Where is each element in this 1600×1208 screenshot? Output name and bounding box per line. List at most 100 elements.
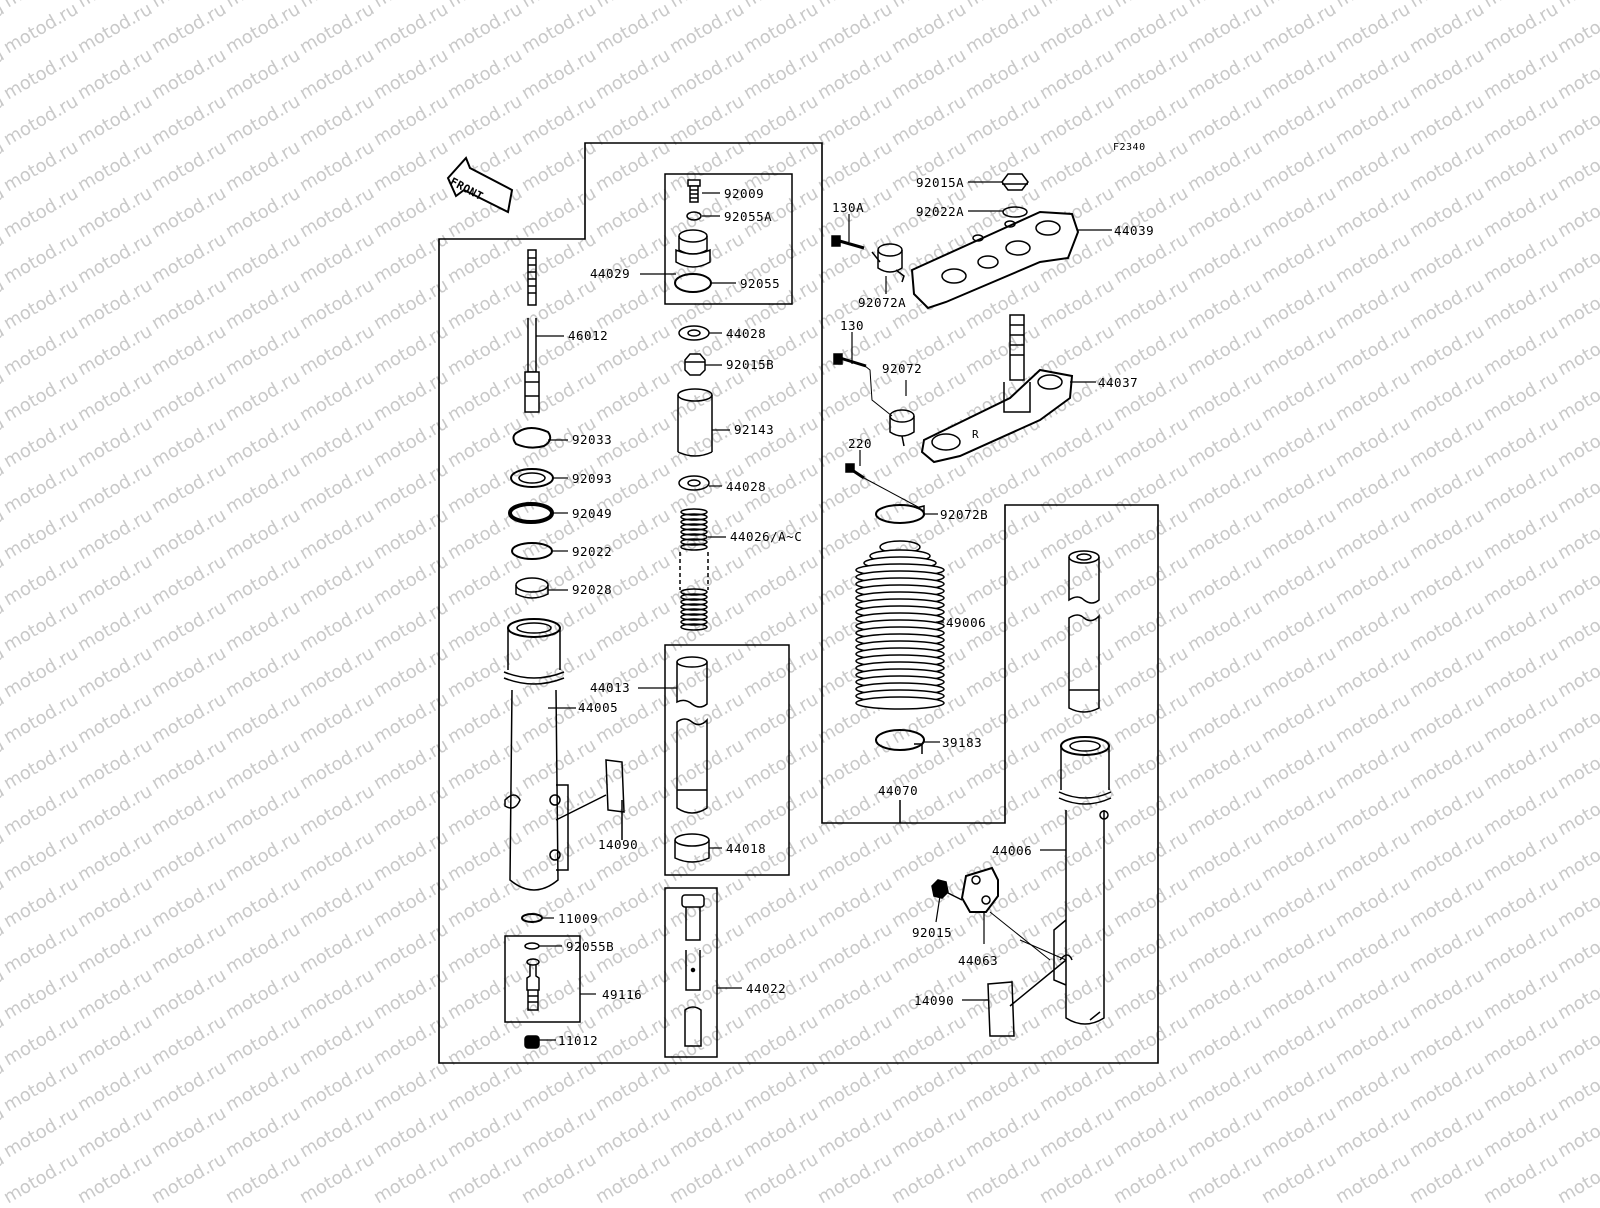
part-label: 44005 <box>578 700 619 715</box>
stem-bracket-44037: R <box>920 314 1074 464</box>
seal-92093 <box>510 468 554 488</box>
valve-49116 <box>526 958 540 1011</box>
part-label: 44028 <box>726 479 767 494</box>
spring-coil <box>680 603 708 611</box>
part-label: 92072 <box>882 361 923 376</box>
spring-coil <box>680 618 708 626</box>
nut-92015B <box>684 353 706 376</box>
oring-92055A <box>686 211 702 221</box>
washer-44028-top <box>678 325 710 341</box>
part-label: 92015 <box>912 925 953 940</box>
nut-92015A <box>1001 173 1029 191</box>
part-label: 44039 <box>1114 223 1155 238</box>
part-label: 49116 <box>602 987 643 1002</box>
screw-92009 <box>687 179 701 203</box>
spring-coil <box>680 538 708 546</box>
part-label: 44022 <box>746 981 787 996</box>
part-label: 49006 <box>946 615 987 630</box>
washer-44028-bottom <box>678 475 710 491</box>
spring-coil <box>680 608 708 616</box>
oring-92055B <box>524 942 540 950</box>
washer-11009 <box>521 913 543 923</box>
part-label: 130 <box>840 318 865 333</box>
washer-92022A <box>1002 206 1028 218</box>
part-label: 92049 <box>572 506 613 521</box>
band-39183 <box>875 729 925 754</box>
outer-tube-44006 <box>1053 736 1112 1025</box>
cap-bolt-44029 <box>675 229 711 268</box>
spring-44026 <box>680 508 708 631</box>
group-box-44029 <box>664 173 793 305</box>
spring-coil <box>680 623 708 631</box>
spring-coil <box>680 528 708 536</box>
label-sticker-14090-a <box>605 759 625 813</box>
boot-fold <box>855 696 945 710</box>
bushing-44018 <box>674 833 710 863</box>
spring-coil <box>680 598 708 606</box>
spring-coil <box>680 533 708 541</box>
part-label: 92143 <box>734 422 775 437</box>
part-label: 14090 <box>914 993 955 1008</box>
part-label: 92055B <box>566 939 615 954</box>
part-label: 44028 <box>726 326 767 341</box>
part-label: 92015B <box>726 357 775 372</box>
seal-92049 <box>508 502 554 524</box>
label-sticker-14090-b <box>987 981 1015 1037</box>
upper-bracket-44039 <box>910 210 1080 310</box>
washer-92022 <box>511 542 553 560</box>
frame-outline <box>438 142 1159 1064</box>
clip-92033 <box>512 427 552 449</box>
part-label: 92055 <box>740 276 781 291</box>
part-label: 220 <box>848 436 873 451</box>
part-label: 39183 <box>942 735 983 750</box>
part-label: 92072A <box>858 295 907 310</box>
part-label: 11012 <box>558 1033 599 1048</box>
part-label: 44018 <box>726 841 767 856</box>
spring-coil <box>680 513 708 521</box>
clamp-44063 <box>960 866 999 913</box>
bolt-220 <box>845 463 865 480</box>
part-label: 92093 <box>572 471 613 486</box>
group-box-44022 <box>664 887 718 1058</box>
bolt-130A <box>831 235 865 250</box>
part-label: 44013 <box>590 680 631 695</box>
rod-46012 <box>524 249 540 413</box>
part-label: 92033 <box>572 432 613 447</box>
part-label: 130A <box>832 200 865 215</box>
bushing-92028 <box>515 577 549 599</box>
part-label: 44037 <box>1098 375 1139 390</box>
spring-coil <box>680 518 708 526</box>
part-label: 92009 <box>724 186 765 201</box>
clamp-92072 <box>889 409 915 447</box>
part-label: 14090 <box>598 837 639 852</box>
part-label: 44029 <box>590 266 631 281</box>
inner-tube-44013 <box>676 656 708 814</box>
group-box-44013 <box>664 644 790 876</box>
part-label: 44006 <box>992 843 1033 858</box>
part-label: 44070 <box>878 783 919 798</box>
bolt-11012 <box>524 1035 540 1049</box>
spring-coil <box>680 588 708 596</box>
figure-code: F2340 <box>1113 142 1146 153</box>
damper-rod-44022 <box>681 894 705 1047</box>
part-label: 92022A <box>916 204 965 219</box>
spring-coil <box>680 523 708 531</box>
part-label: 46012 <box>568 328 609 343</box>
spring-coil <box>680 543 708 551</box>
svg-text:R: R <box>972 428 979 441</box>
part-label: 11009 <box>558 911 599 926</box>
inner-tube-right <box>1068 550 1100 713</box>
collar-92143 <box>677 388 713 457</box>
outer-tube-44005 <box>503 618 569 891</box>
spring-coil <box>680 613 708 621</box>
part-label: 92015A <box>916 175 965 190</box>
spring-coil <box>680 508 708 516</box>
part-label: 44026/A~C <box>730 529 803 544</box>
part-label: 92022 <box>572 544 613 559</box>
spring-coil <box>680 593 708 601</box>
oring-92055 <box>674 273 712 293</box>
boot-49006 <box>855 540 945 710</box>
part-label: 44063 <box>958 953 999 968</box>
nut-92015 <box>931 879 949 899</box>
